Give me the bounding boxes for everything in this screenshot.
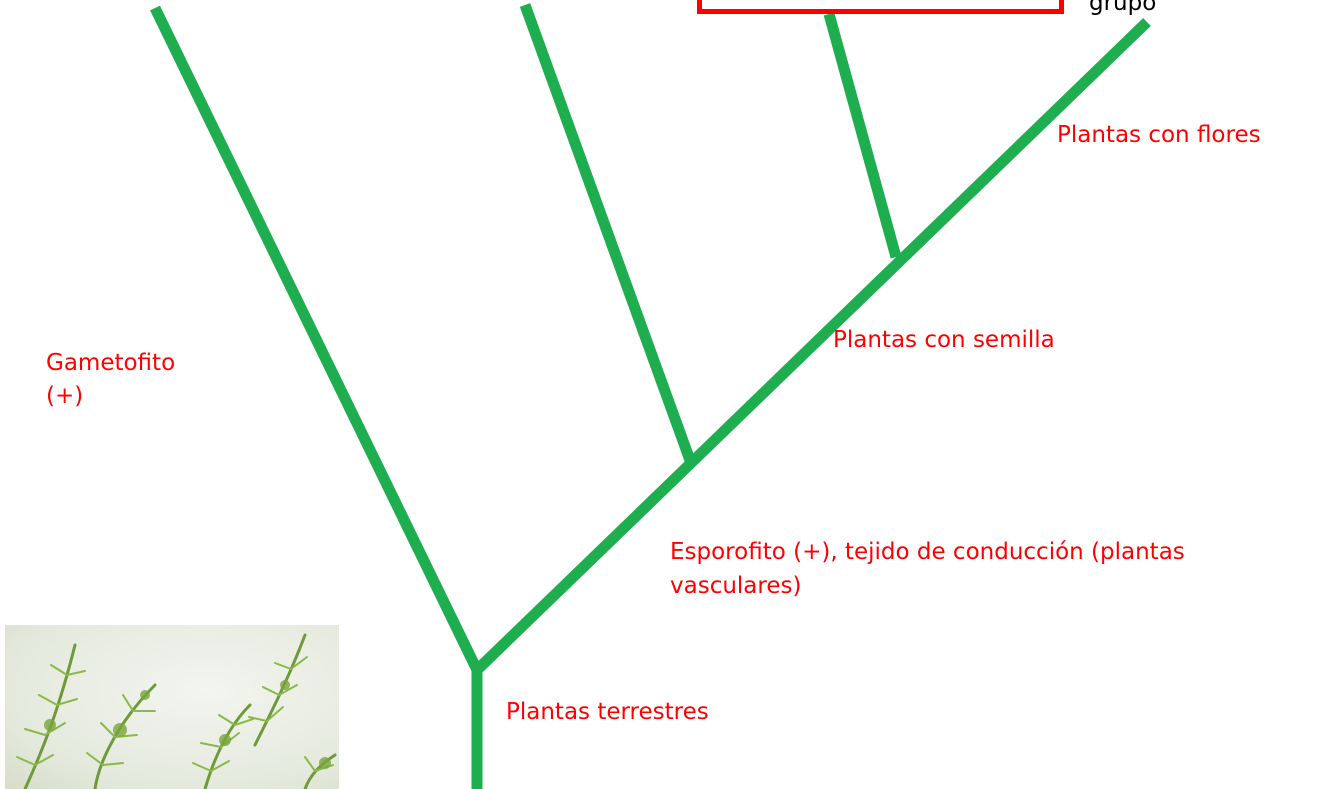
aquatic-plant-photo bbox=[5, 625, 339, 789]
vasculares-label: vasculares) bbox=[670, 573, 802, 599]
main-branch bbox=[473, 18, 1151, 674]
seed-branch bbox=[823, 12, 902, 259]
gametofito-sign-label: (+) bbox=[46, 383, 84, 409]
plant-illustration bbox=[16, 633, 337, 789]
plantas-con-semilla-label: Plantas con semilla bbox=[833, 327, 1055, 353]
top-partial-label: grupo bbox=[1089, 0, 1157, 16]
gametofito-branch bbox=[150, 5, 482, 673]
plantas-con-flores-label: Plantas con flores bbox=[1057, 122, 1261, 148]
highlight-box bbox=[697, 0, 1064, 14]
esporofito-label: Esporofito (+), tejido de conducción (pl… bbox=[670, 539, 1185, 565]
vascular-branch bbox=[519, 3, 697, 465]
plantas-terrestres-label: Plantas terrestres bbox=[506, 699, 709, 725]
gametofito-label: Gametofito bbox=[46, 350, 176, 376]
